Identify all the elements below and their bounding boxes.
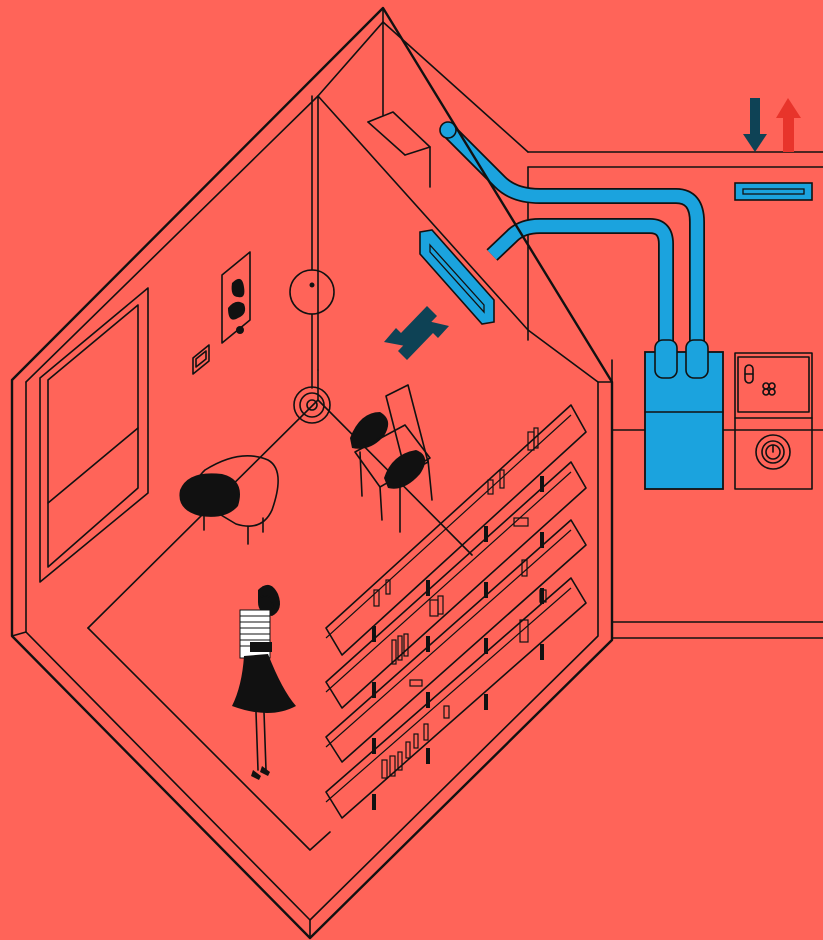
shelf-post	[372, 682, 376, 698]
shelf-post	[484, 638, 488, 654]
shelf-post	[484, 526, 488, 542]
shelf-post	[484, 582, 488, 598]
shelf-post	[426, 748, 430, 764]
shelf-post	[426, 636, 430, 652]
ventilation-unit	[645, 340, 723, 489]
shelf-post	[540, 476, 544, 492]
exterior-vent	[735, 183, 812, 200]
shelf-post	[426, 580, 430, 596]
shelf-post	[372, 738, 376, 754]
shelf-post	[540, 644, 544, 660]
shelf-post	[372, 626, 376, 642]
shelf-post	[372, 794, 376, 810]
shelf-post	[426, 692, 430, 708]
shelf-post	[540, 532, 544, 548]
shelf-post	[484, 694, 488, 710]
